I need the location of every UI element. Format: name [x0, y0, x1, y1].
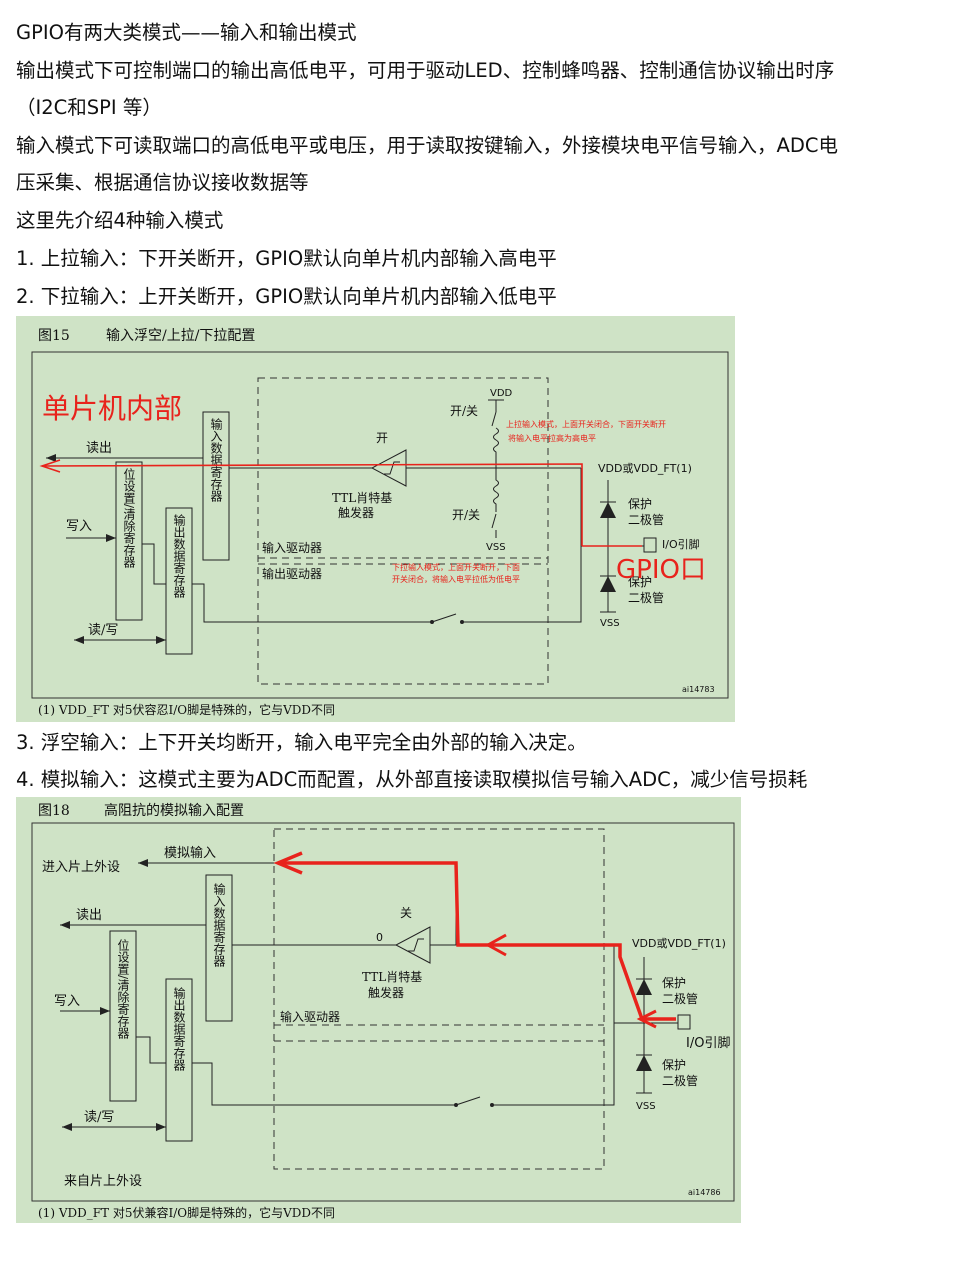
- text-line-1: GPIO有两大类模式——输入和输出模式: [16, 21, 357, 44]
- set-reset-register-18-label: 位设置/清除寄存器: [116, 938, 130, 1040]
- read-write-18-label: 读/写: [84, 1110, 114, 1125]
- annotation-pulldown-1: 下拉输入模式，上面开关断开，下面: [392, 562, 520, 572]
- io-pin-box: [643, 537, 657, 553]
- ttl-schmitt-trigger: [370, 449, 407, 487]
- output-data-register-label: 输出数据寄存器: [172, 513, 186, 599]
- output-data-register-18-label: 输出数据寄存器: [172, 986, 186, 1072]
- output-data-register-18: [165, 978, 193, 1142]
- set-reset-register: [115, 461, 143, 621]
- protect-diode-bot-1: 保护: [628, 575, 652, 589]
- text-line-6: 这里先介绍4种输入模式: [16, 209, 224, 232]
- output-driver-label: 输出驱动器: [262, 566, 322, 581]
- vss-bottom-label: VSS: [600, 618, 620, 629]
- io-pin-label: I/O引脚: [662, 537, 700, 551]
- ttl-label-2: 触发器: [338, 505, 374, 520]
- set-reset-register-label: 位设置/清除寄存器: [122, 467, 136, 569]
- protect-diode-bot-2: 二极管: [628, 590, 664, 605]
- io-pin-18-label: I/O引脚: [686, 1035, 730, 1051]
- read-out-18-label: 读出: [76, 908, 102, 923]
- figure-15-number: 图15: [38, 328, 70, 344]
- text-line-10: 4. 模拟输入：这模式主要为ADC而配置，从外部直接读取模拟信号输入ADC，减少…: [16, 768, 808, 791]
- figure-18: 图18 高阻抗的模拟输入配置 进入片上外设 模拟输入 输入数据寄存器 位设置/清…: [16, 797, 741, 1223]
- annotation-pullup-2: 将输入电平拉高为高电平: [508, 433, 596, 443]
- annotation-pulldown-2: 开关闭合，将输入电平拉低为低电平: [392, 574, 520, 584]
- text-line-9: 3. 浮空输入：上下开关均断开，输入电平完全由外部的输入决定。: [16, 731, 587, 754]
- read-write-label: 读/写: [88, 623, 118, 638]
- input-data-register-18-label: 输入数据寄存器: [212, 882, 226, 968]
- protect-diode-top-1: 保护: [628, 497, 652, 511]
- text-line-8: 2. 下拉输入：上开关断开，GPIO默认向单片机内部输入低电平: [16, 285, 557, 308]
- switch-top-label: 开/关: [450, 404, 478, 418]
- text-line-2: 输出模式下可控制端口的输出高低电平，可用于驱动LED、控制蜂鸣器、控制通信协议输…: [16, 59, 835, 82]
- ttl-18-label-2: 触发器: [368, 985, 404, 1000]
- protect-diode-top-2: 二极管: [628, 512, 664, 527]
- figure-15: 图15 输入浮空/上拉/下拉配置 输入数据寄存器 位设置/清除寄存器 输出数据寄…: [16, 316, 735, 722]
- text-line-5: 压采集、根据通信协议接收数据等: [16, 171, 309, 194]
- ttl-schmitt-trigger-18: [394, 926, 431, 964]
- input-data-register-18: [205, 874, 233, 1022]
- trigger-open-label: 开: [376, 431, 388, 445]
- io-pin-18-box: [677, 1014, 691, 1030]
- input-driver-label: 输入驱动器: [262, 540, 322, 555]
- protect-18-bot-1: 保护: [662, 1058, 686, 1072]
- from-peripheral-label: 来自片上外设: [64, 1174, 142, 1189]
- ttl-18-label-1: TTL肖特基: [362, 969, 422, 984]
- vdd-top-label: VDD: [490, 388, 513, 399]
- figure-15-footnote: (1) VDD_FT 对5伏容忍I/O脚是特殊的，它与VDD不同: [38, 702, 335, 717]
- input-data-register: [202, 411, 230, 561]
- ttl-label-1: TTL肖特基: [332, 490, 392, 505]
- input-data-register-label: 输入数据寄存器: [209, 417, 223, 503]
- annotation-pullup-1: 上拉输入模式，上面开关闭合，下面开关断开: [506, 419, 666, 429]
- read-out-label: 读出: [86, 441, 112, 456]
- text-line-4: 输入模式下可读取端口的高低电平或电压，用于读取按键输入，外接模块电平信号输入，A…: [16, 134, 838, 157]
- vss-18-label: VSS: [636, 1101, 656, 1112]
- write-in-label: 写入: [66, 519, 92, 534]
- to-peripheral-label: 进入片上外设: [42, 860, 120, 875]
- vss-label: VSS: [486, 542, 506, 553]
- analog-input-label: 模拟输入: [164, 845, 216, 861]
- figure-18-number: 图18: [38, 803, 70, 819]
- text-line-3: （I2C和SPI 等）: [16, 96, 162, 119]
- text-line-7: 1. 上拉输入：下开关断开，GPIO默认向单片机内部输入高电平: [16, 247, 557, 270]
- vdd-or-18-label: VDD或VDD_FT(1): [632, 937, 726, 950]
- figure-15-ref: ai14783: [682, 685, 715, 694]
- annotation-mcu-internal: 单片机内部: [42, 392, 182, 425]
- protect-18-top-1: 保护: [662, 976, 686, 990]
- trigger-zero-label: 0: [376, 931, 383, 944]
- protect-18-top-2: 二极管: [662, 991, 698, 1006]
- write-in-18-label: 写入: [54, 994, 80, 1009]
- vdd-or-label: VDD或VDD_FT(1): [598, 462, 692, 475]
- annotation-gpio-port: GPIO口: [616, 555, 706, 585]
- output-data-register: [165, 507, 193, 655]
- figure-18-title: 高阻抗的模拟输入配置: [104, 802, 244, 819]
- figure-18-ref: ai14786: [688, 1188, 721, 1197]
- protect-18-bot-2: 二极管: [662, 1073, 698, 1088]
- figure-15-title: 输入浮空/上拉/下拉配置: [106, 328, 255, 344]
- trigger-off-label: 关: [400, 906, 412, 920]
- set-reset-register-18: [109, 930, 137, 1102]
- figure-18-footnote: (1) VDD_FT 对5伏兼容I/O脚是特殊的，它与VDD不同: [38, 1205, 335, 1220]
- input-driver-18-label: 输入驱动器: [280, 1009, 340, 1024]
- switch-bottom-label: 开/关: [452, 508, 480, 522]
